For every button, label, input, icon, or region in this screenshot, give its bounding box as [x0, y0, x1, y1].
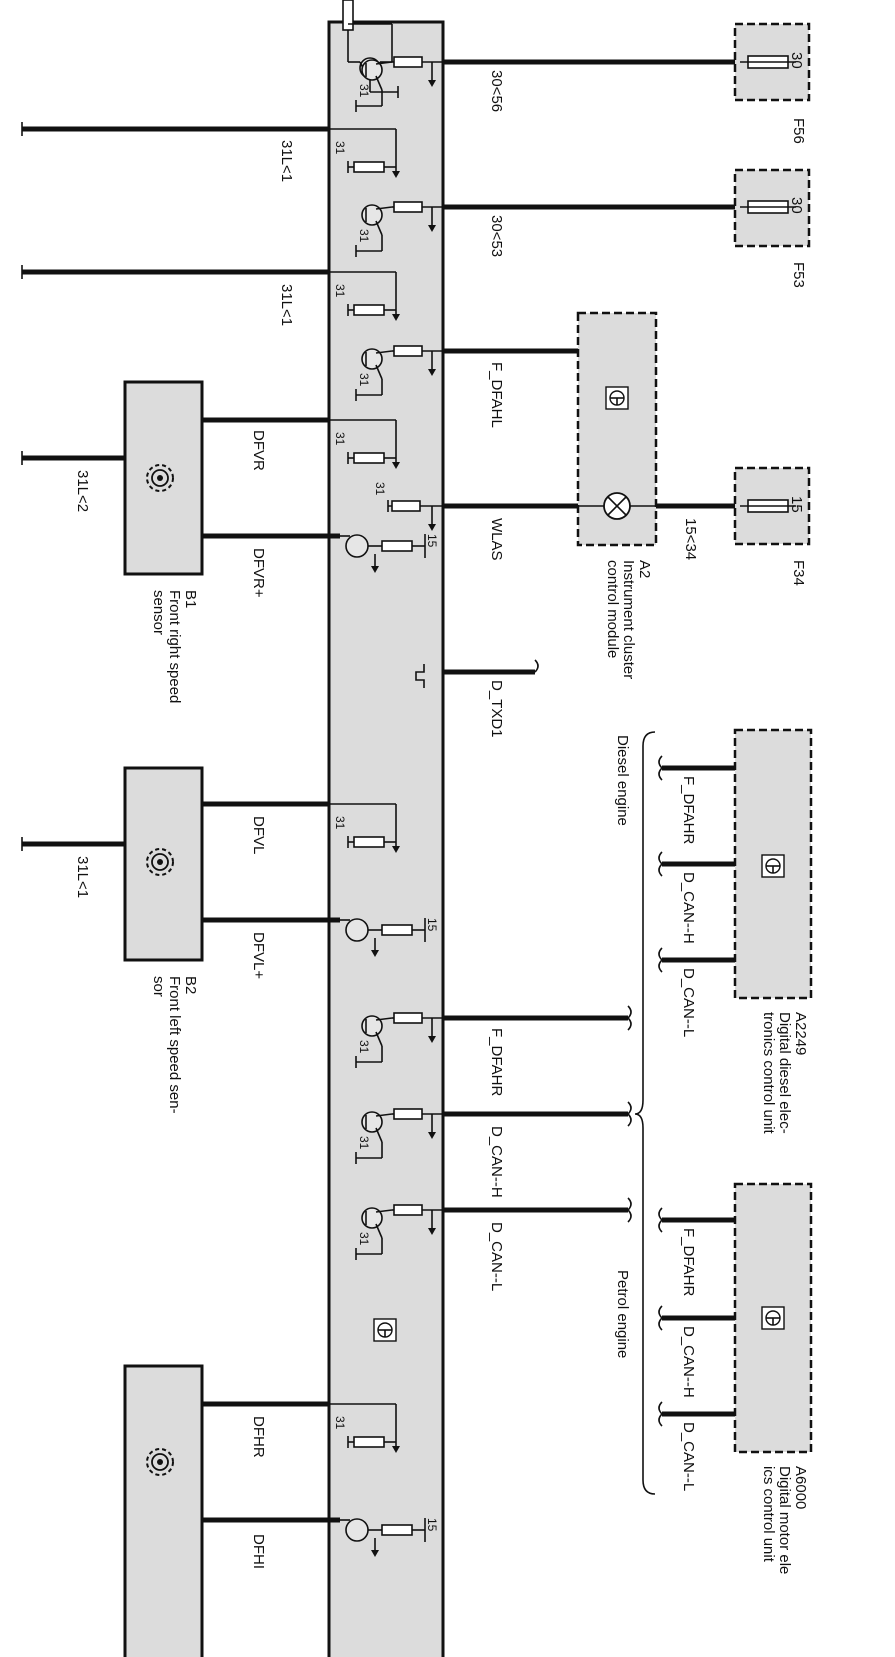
pd-dfvr-resistor [353, 452, 385, 464]
label-ground-2: 31L<1 [278, 284, 295, 326]
label-d-txd1: D_TXD1 [488, 680, 505, 738]
supply-dfhl-transistor [345, 1518, 369, 1542]
label-f34: F34 [790, 560, 807, 586]
label-petrol-d-can-h: D_CAN--H [680, 1326, 697, 1398]
label-30-53: 30<53 [488, 215, 505, 257]
ecu-icon-a6000 [761, 1306, 785, 1330]
label-dfvl: DFVL [250, 816, 267, 854]
label-f-dfahr: F_DFAHR [488, 1028, 505, 1097]
digital-signal-icon [415, 664, 425, 688]
pd-dfvl-pin31: 31 [333, 816, 347, 830]
desc-a6000-2: ics control unit [760, 1466, 777, 1563]
label-a2249: A2249 [792, 1012, 809, 1055]
stage-30-56-pin31: 31 [357, 84, 371, 98]
supply-dfvr-pin15: 15 [425, 534, 439, 548]
label-b1: B1 [182, 590, 199, 608]
stage-f-dfahl-pin31: 31 [357, 373, 371, 387]
label-a2: A2 [636, 560, 653, 578]
label-petrol-engine: Petrol engine [614, 1270, 631, 1358]
label-dfhl: DFHI [250, 1534, 267, 1569]
label-b2: B2 [182, 976, 199, 994]
label-f-dfahl: F_DFAHL [488, 362, 505, 428]
label-wlas: WLAS [488, 518, 505, 561]
label-dfvr: DFVR [250, 430, 267, 471]
pd-ground-1-resistor [353, 161, 385, 173]
stage-d-can-h-transistor [361, 1111, 383, 1133]
stage-30-56-transistor [361, 59, 383, 81]
desc-a6000-1: Digital motor ele [776, 1466, 793, 1574]
sensor-box-b1 [123, 380, 204, 576]
pin-f56: 30 [788, 52, 805, 69]
pin-f34: 15 [788, 496, 805, 513]
wire-break-d-txd1 [534, 659, 539, 673]
label-dfhr: DFHR [250, 1416, 267, 1458]
desc-b1-1: Front right speed [166, 590, 183, 703]
label-a6000: A6000 [792, 1466, 809, 1509]
desc-b2-1: Front left speed sen- [166, 976, 183, 1114]
engine-variant-brace [634, 731, 656, 1495]
label-f53: F53 [790, 262, 807, 288]
ecu-icon-a2 [605, 386, 629, 410]
label-ground-1: 31L<1 [278, 140, 295, 182]
supply-dfvl-pin15: 15 [425, 918, 439, 932]
label-f56: F56 [790, 118, 807, 144]
stage-f-dfahr-pin31: 31 [357, 1040, 371, 1054]
desc-a2-1: Instrument cluster [620, 560, 637, 679]
supply-dfvl-transistor [345, 918, 369, 942]
label-diesel-d-can-l: D_CAN--L [680, 968, 697, 1037]
stage-f-dfahr-transistor [361, 1015, 383, 1037]
dsc-module-box [327, 20, 445, 1657]
desc-a2249-1: Digital diesel elec- [776, 1012, 793, 1134]
pd-dfhr-resistor [353, 1436, 385, 1448]
pd-dfvl-resistor [353, 836, 385, 848]
pd-ground-1-pin31: 31 [333, 141, 347, 155]
ecu-icon-a2249 [761, 854, 785, 878]
stage-d-can-l-transistor [361, 1207, 383, 1229]
desc-a2-2: control module [604, 560, 621, 658]
stage-30-53-transistor [361, 204, 383, 226]
label-ground-b2: 31L<1 [74, 856, 91, 898]
stage-30-53-pin31: 31 [357, 229, 371, 243]
label-dfvl-plus: DFVL+ [250, 932, 267, 979]
stage-f-dfahl-transistor [361, 348, 383, 370]
stage-d-can-l-pin31: 31 [357, 1232, 371, 1246]
desc-b1-2: sensor [150, 590, 167, 635]
label-d-can-h: D_CAN--H [488, 1126, 505, 1198]
label-30-56: 30<56 [488, 70, 505, 112]
label-diesel-f-dfahr: F_DFAHR [680, 776, 697, 845]
pd-ground-2-pin31: 31 [333, 284, 347, 298]
label-diesel-d-can-h: D_CAN--H [680, 872, 697, 944]
label-15-34: 15<34 [682, 518, 699, 560]
pd-dfhr-pin31: 31 [333, 1416, 347, 1430]
sensor-box-rear [123, 1364, 204, 1657]
stage-d-can-h-pin31: 31 [357, 1136, 371, 1150]
desc-a2249-2: tronics control unit [760, 1012, 777, 1135]
supply-dfhl-pin15: 15 [425, 1518, 439, 1532]
internal-rows: 31 31 31 31 31 31 31 15 31 15 31 31 31 31 15 [329, 56, 443, 1557]
label-petrol-f-dfahr: F_DFAHR [680, 1228, 697, 1297]
pd-dfvr-pin31: 31 [333, 432, 347, 446]
warning-lamp-icon [603, 492, 631, 520]
label-d-can-l: D_CAN--L [488, 1222, 505, 1291]
pin-f53: 30 [788, 197, 805, 214]
ecu-icon-module [373, 1318, 397, 1342]
wlas-pin31: 31 [373, 482, 387, 496]
label-diesel-engine: Diesel engine [614, 735, 631, 826]
pd-ground-2-resistor [353, 304, 385, 316]
sensor-box-b2 [123, 766, 204, 962]
label-petrol-d-can-l: D_CAN--L [680, 1422, 697, 1491]
desc-b2-2: sor [150, 976, 167, 997]
label-ground-b1: 31L<2 [74, 470, 91, 512]
supply-dfvr-transistor [345, 534, 369, 558]
label-dfvr-plus: DFVR+ [250, 548, 267, 598]
